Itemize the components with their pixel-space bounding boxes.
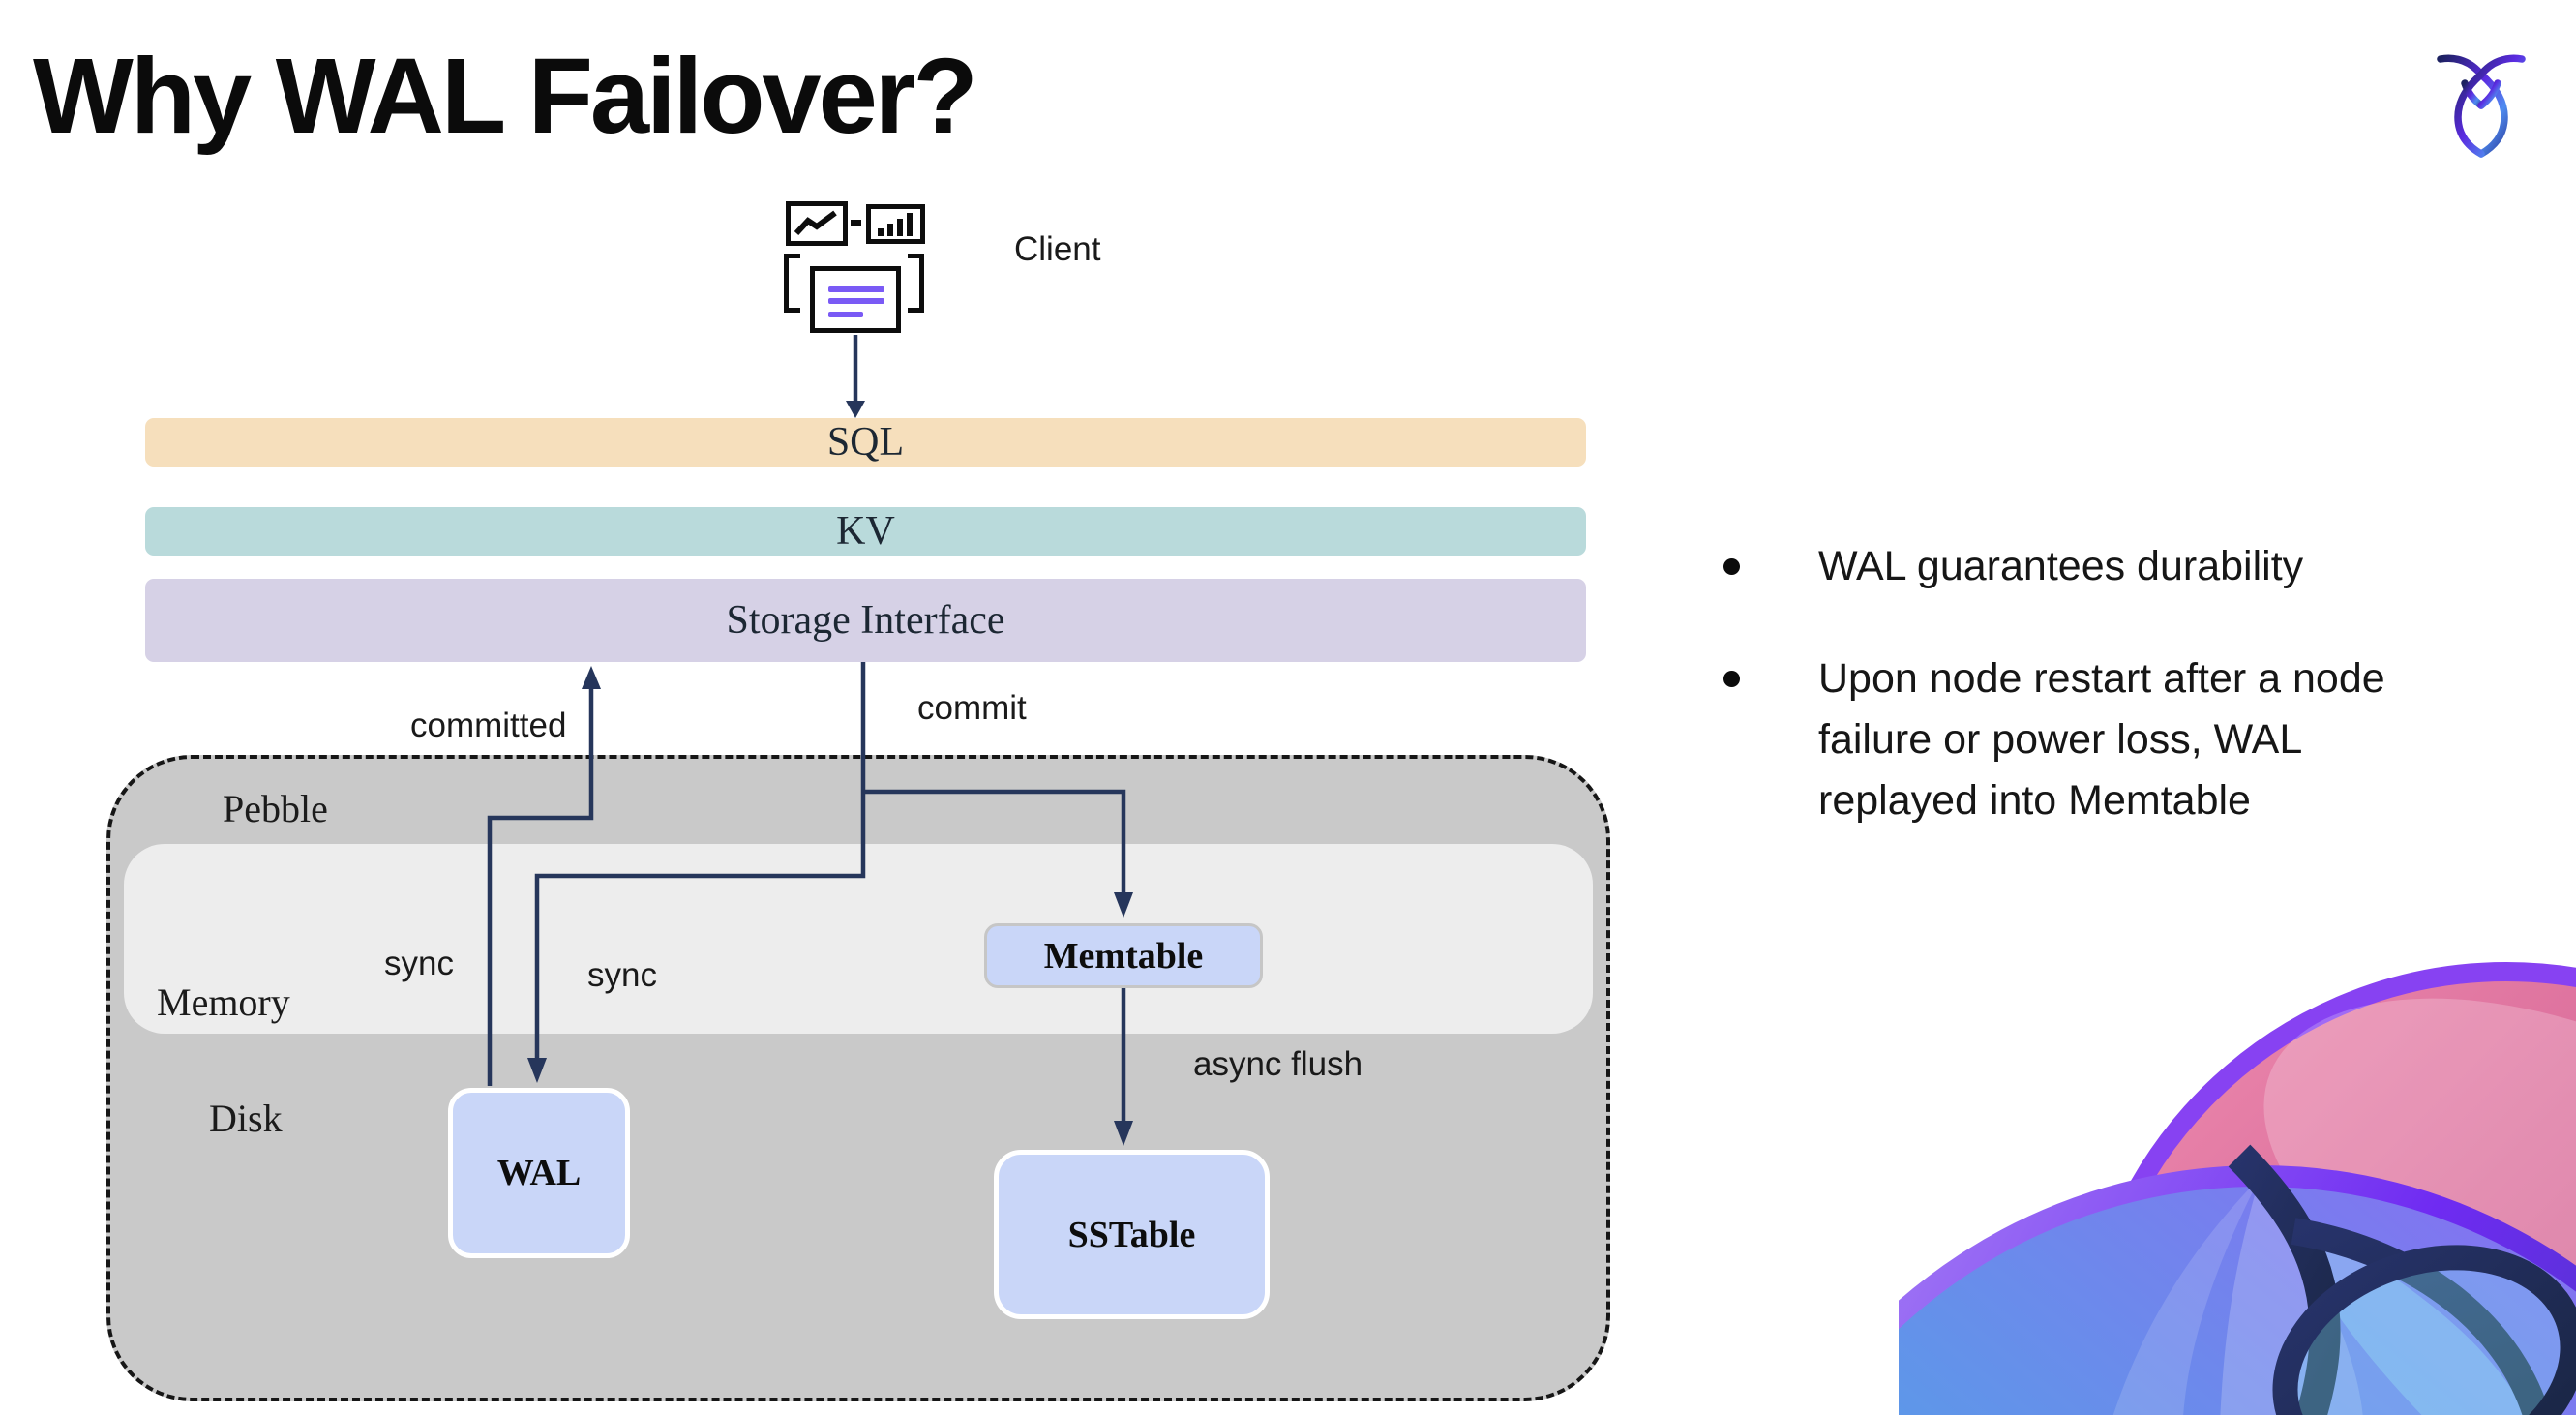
page-title: Why WAL Failover? [33, 37, 978, 156]
bullet-dot [1723, 671, 1740, 687]
brand-artwork [1899, 962, 2576, 1415]
bullet-text: Upon node restart after a node failure o… [1818, 655, 2385, 824]
wal-box-label: WAL [496, 1153, 582, 1193]
layer-storage-interface: Storage Interface [145, 579, 1586, 662]
sstable-box: SSTable [994, 1150, 1270, 1319]
sync-return-edge-label: sync [384, 945, 454, 982]
layer-sql: SQL [145, 418, 1586, 467]
sync-write-edge-label: sync [587, 956, 657, 994]
wal-box: WAL [448, 1088, 630, 1258]
pebble-label: Pebble [223, 787, 328, 830]
bullet-item: WAL guarantees durability [1716, 536, 2567, 597]
cockroachdb-logo-icon [2437, 54, 2526, 158]
layer-kv: KV [145, 507, 1586, 556]
memory-zone [124, 844, 1593, 1034]
memtable-box-label: Memtable [1043, 935, 1204, 977]
layer-storage-interface-label: Storage Interface [726, 598, 1005, 643]
bullet-dot [1723, 558, 1740, 575]
client-document-icon [810, 266, 901, 333]
memtable-box: Memtable [984, 923, 1263, 988]
memory-label: Memory [157, 980, 290, 1024]
client-connector-dash [851, 220, 861, 226]
layer-sql-label: SQL [826, 420, 905, 465]
client-barchart-icon [866, 204, 925, 244]
committed-edge-label: committed [410, 707, 567, 744]
disk-label: Disk [209, 1097, 283, 1140]
bullet-text: WAL guarantees durability [1818, 543, 2304, 589]
client-label: Client [1014, 230, 1101, 268]
bullet-item: Upon node restart after a node failure o… [1716, 648, 2567, 831]
sstable-box-label: SSTable [1067, 1214, 1196, 1255]
bullet-list: WAL guarantees durability Upon node rest… [1716, 536, 2567, 831]
layer-kv-label: KV [836, 509, 895, 554]
client-bracket-right-icon [908, 254, 924, 313]
arrowhead-committed [582, 666, 601, 689]
commit-edge-label: commit [917, 689, 1027, 727]
arrowhead-sql [846, 401, 865, 418]
async-flush-edge-label: async flush [1193, 1045, 1363, 1083]
client-bracket-left-icon [784, 254, 800, 313]
client-linechart-icon [786, 201, 848, 246]
